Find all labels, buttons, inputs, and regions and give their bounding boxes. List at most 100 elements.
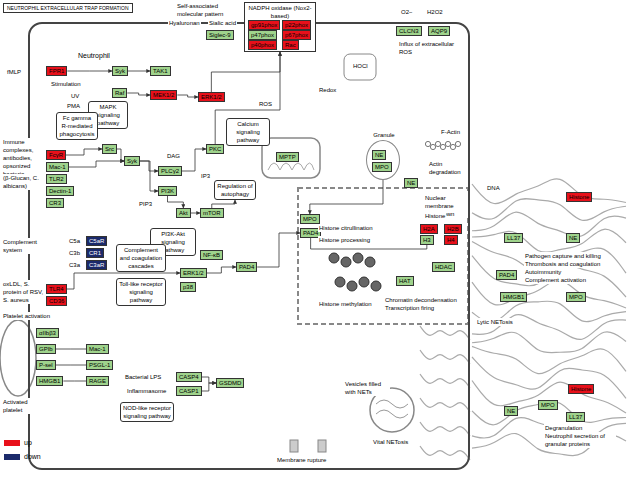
gene-box: Rac (282, 40, 299, 50)
gene-box: MPO (566, 292, 586, 302)
gene-box: CLCN3 (396, 26, 422, 36)
net-fiber (420, 446, 470, 460)
gene-box: HMGB1 (36, 376, 63, 386)
pathway-arrow (140, 161, 158, 171)
gene-box: NE (504, 406, 518, 416)
annotation-label: fMLP (6, 68, 22, 76)
gene-box: FPR1 (46, 66, 67, 76)
gene-box: H3 (420, 235, 434, 245)
annotation-label: IP3 (200, 172, 211, 180)
node-text: Src (105, 146, 114, 152)
actin-bead (425, 141, 430, 146)
node-text: Mac-1 (49, 164, 66, 170)
gene-box: αIIbβ3 (36, 328, 59, 338)
gene-box: Histone (568, 384, 594, 394)
annotation-label: Hyaluronan (168, 19, 201, 27)
node-text: Raf (115, 90, 124, 96)
gene-box: MPO (538, 400, 558, 410)
gene-box: TLR2 (46, 174, 67, 184)
pathway-box: Complement and coagulation cascades (116, 244, 166, 272)
node-text: MPO (569, 294, 583, 300)
pathway-arrow (66, 149, 102, 155)
node-text: HMGB1 (39, 378, 60, 384)
annotation-label: Complement activation (524, 276, 587, 284)
node-text: CR1 (89, 250, 101, 256)
platelet-outline (0, 320, 36, 396)
node-text: PSGL-1 (89, 362, 110, 368)
node-text: mTOR (203, 210, 221, 216)
actin-bead (435, 141, 440, 146)
annotation-label: C3b (68, 249, 81, 257)
node-text: MPO (303, 216, 317, 222)
pathway-arrow (215, 52, 280, 144)
node-text: PAD4 (499, 272, 514, 278)
node-text: Dectin-1 (49, 188, 71, 194)
annotation-label: Histone (424, 212, 446, 220)
legend-swatch (4, 440, 20, 446)
annotation-label: Autoimmunity (524, 268, 562, 276)
gene-box: CD36 (46, 296, 67, 306)
nucleosome (335, 277, 345, 287)
gene-box: C5aR (86, 236, 107, 246)
gene-box: p67phox (282, 30, 311, 40)
node-text: NOD-like receptor signaling pathway (123, 405, 171, 419)
pathway-arrow (56, 349, 86, 350)
annotation-label: Bacterial LPS (124, 373, 162, 381)
node-text: Akt (179, 210, 188, 216)
gene-box: MPTP (276, 152, 299, 162)
net-fiber (472, 402, 626, 425)
node-text: NE (407, 180, 415, 186)
actin-bead (450, 144, 455, 149)
net-fiber (420, 398, 470, 412)
pathway-arrow (63, 381, 86, 382)
annotation-label: Actin degradation (428, 160, 468, 176)
node-text: LL37 (507, 235, 520, 241)
gene-box: NE (404, 178, 418, 188)
node-text: MPO (375, 164, 389, 170)
net-fiber (472, 256, 626, 297)
gene-box: TAK1 (150, 66, 171, 76)
nucleosome (341, 257, 351, 267)
node-text: Calcium signaling pathway (236, 121, 260, 143)
net-fiber (420, 326, 470, 340)
pathway-arrow (67, 71, 112, 72)
node-text: CD36 (49, 298, 64, 304)
granule-circle: GranuleNEMPO (366, 140, 400, 180)
node-text: MPO (541, 402, 555, 408)
node-text: LL37 (569, 414, 582, 420)
annotation-label: Immune complexes, antibodies, opsonized … (2, 138, 46, 178)
annotation-label: Chromatin decondensation (384, 296, 458, 304)
pathway-arrow (168, 196, 184, 208)
nucleosome (359, 277, 369, 287)
node-text: Syk (115, 68, 125, 74)
gene-box: CR1 (86, 248, 104, 258)
gene-box: p40phox (248, 40, 277, 50)
nucleus-outline (298, 188, 468, 324)
annotation-label: UV (70, 92, 80, 100)
membrane-pore (290, 440, 298, 452)
node-text: H3 (423, 237, 431, 243)
pathway-arrow (310, 180, 383, 214)
gene-box: Mac-1 (46, 162, 69, 172)
pathway-arrow (202, 383, 216, 391)
node-text: Fc gamma R-mediated phagocytosis (59, 115, 94, 137)
gene-box: PKC (206, 144, 224, 154)
node-text: PKC (209, 146, 221, 152)
gene-box: MEK1/2 (150, 90, 177, 100)
gene-box: gp91phox (248, 20, 280, 30)
pathway-arrow (128, 71, 150, 72)
annotation-label: HOCl (352, 62, 369, 70)
gene-box: LL37 (566, 412, 585, 422)
node-text: CLCN3 (399, 28, 419, 34)
net-fiber (420, 374, 470, 388)
annotation-label: H2O2 (426, 8, 444, 16)
annotation-label: C5a (68, 237, 81, 245)
mitochondrion-cristae (268, 163, 314, 170)
node-text: C3aR (89, 262, 104, 268)
gene-box: GSDMD (216, 378, 244, 388)
node-text: PLCγ2 (161, 168, 179, 174)
pathway-arrow (69, 161, 124, 167)
node-text: MEK1/2 (153, 92, 174, 98)
annotation-label: Self-associated molecular pattern (176, 2, 240, 18)
annotation-label: DNA (486, 184, 501, 192)
